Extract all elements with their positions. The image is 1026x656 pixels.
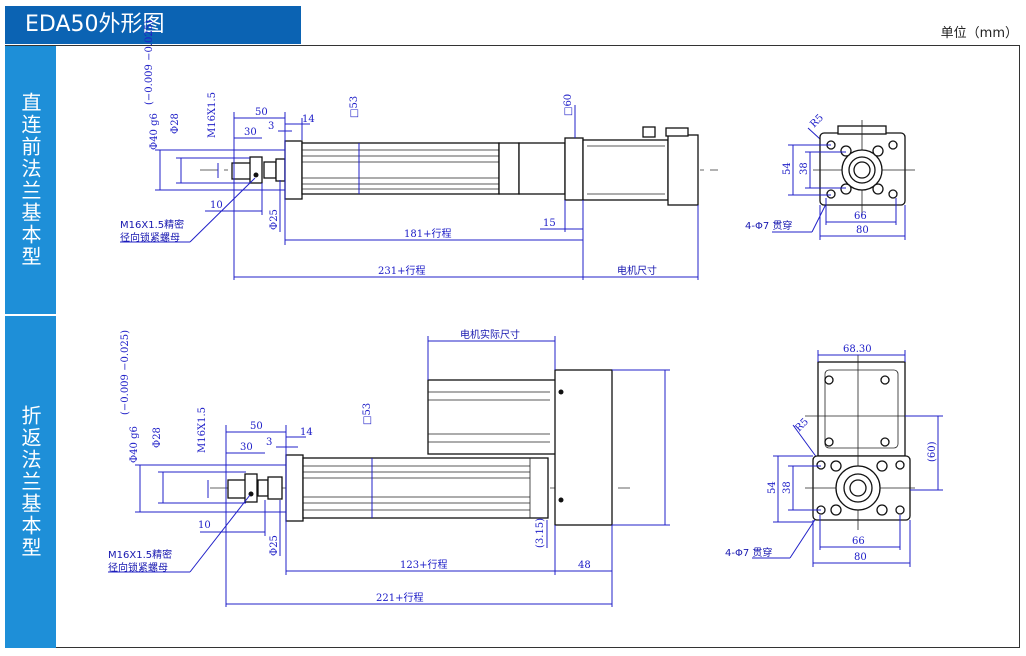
- dim-80: 80: [856, 225, 869, 236]
- dim-48: 48: [578, 560, 591, 571]
- bottom-dimensions: (−0.009 −0.025) Φ40 g6 Φ28 M16X1.5 50 30…: [108, 328, 821, 607]
- dim-d40: Φ40 g6: [149, 113, 160, 150]
- dim-m16: M16X1.5: [207, 92, 218, 138]
- bottom-side-view: [210, 369, 630, 526]
- page-title: EDA50外形图: [5, 6, 301, 44]
- dim-15: 15: [543, 218, 556, 229]
- dim-66: 66: [854, 211, 867, 222]
- dim-30: 30: [240, 442, 253, 453]
- nut-label-1: M16X1.5精密: [120, 218, 184, 231]
- dim-68-30: 68.30: [843, 344, 872, 355]
- dim-221-stroke: 221+行程: [376, 591, 423, 604]
- drawing-frame: [5, 45, 1020, 648]
- dim-motor-actual: 电机实际尺寸: [460, 328, 520, 341]
- tolerance-label: (−0.009 −0.025): [144, 20, 155, 105]
- dim-motor-size: 电机尺寸: [617, 264, 657, 277]
- dim-d25: Φ25: [269, 209, 280, 230]
- holes-label: 4-Φ7 贯穿: [745, 219, 792, 232]
- dim-123-stroke: 123+行程: [400, 558, 447, 571]
- dim-10: 10: [198, 520, 211, 531]
- dim-d28: Φ28: [170, 113, 181, 134]
- dim-38: 38: [782, 481, 793, 494]
- dim-m16: M16X1.5: [197, 407, 208, 453]
- tolerance-label: (−0.009 −0.025): [120, 330, 131, 415]
- top-side-view: [200, 126, 718, 206]
- nut-label-2: 径向锁紧螺母: [120, 231, 180, 244]
- section-label-folded: 折返法兰基本型: [5, 316, 56, 648]
- dim-3-15: (3.15): [535, 518, 546, 548]
- dim-d40: Φ40 g6: [129, 426, 140, 463]
- dim-d28: Φ28: [152, 427, 163, 448]
- dim-54: 54: [767, 481, 778, 494]
- dim-r5: R5: [808, 113, 826, 131]
- dim-80: 80: [854, 552, 867, 563]
- dim-sq60: □60: [563, 94, 574, 116]
- top-dimensions: (−0.009 −0.025) Φ40 g6 Φ28 M16X1.5 50 30…: [120, 20, 833, 280]
- unit-label: 单位（mm）: [940, 26, 1018, 41]
- dim-50: 50: [250, 421, 263, 432]
- dim-sq53: □53: [362, 403, 373, 425]
- dim-50: 50: [255, 107, 268, 118]
- holes-label: 4-Φ7 贯穿: [725, 546, 772, 559]
- dim-38: 38: [799, 162, 810, 175]
- nut-label-2: 径向锁紧螺母: [108, 561, 168, 574]
- dim-66: 66: [852, 536, 865, 547]
- dim-r5: R5: [793, 417, 811, 435]
- section-label-direct: 直连前法兰基本型: [5, 46, 56, 314]
- dim-231-stroke: 231+行程: [378, 264, 425, 277]
- dim-30: 30: [244, 127, 257, 138]
- dim-60: (60): [927, 441, 938, 462]
- dim-3: 3: [266, 437, 272, 448]
- bottom-end-view: 68.30 (60) R5 54 38 66 80 4-Φ7 贯穿: [725, 344, 943, 567]
- top-end-view: R5 54 38 66 80 4-Φ7 贯穿: [745, 113, 915, 240]
- dim-14: 14: [300, 427, 313, 438]
- dim-14: 14: [302, 114, 315, 125]
- dim-3: 3: [268, 121, 274, 132]
- nut-label-1: M16X1.5精密: [108, 548, 172, 561]
- dim-d25: Φ25: [269, 535, 280, 556]
- dim-10: 10: [210, 200, 223, 211]
- dim-181-stroke: 181+行程: [404, 227, 451, 240]
- dim-54: 54: [782, 162, 793, 175]
- dim-sq53: □53: [349, 96, 360, 118]
